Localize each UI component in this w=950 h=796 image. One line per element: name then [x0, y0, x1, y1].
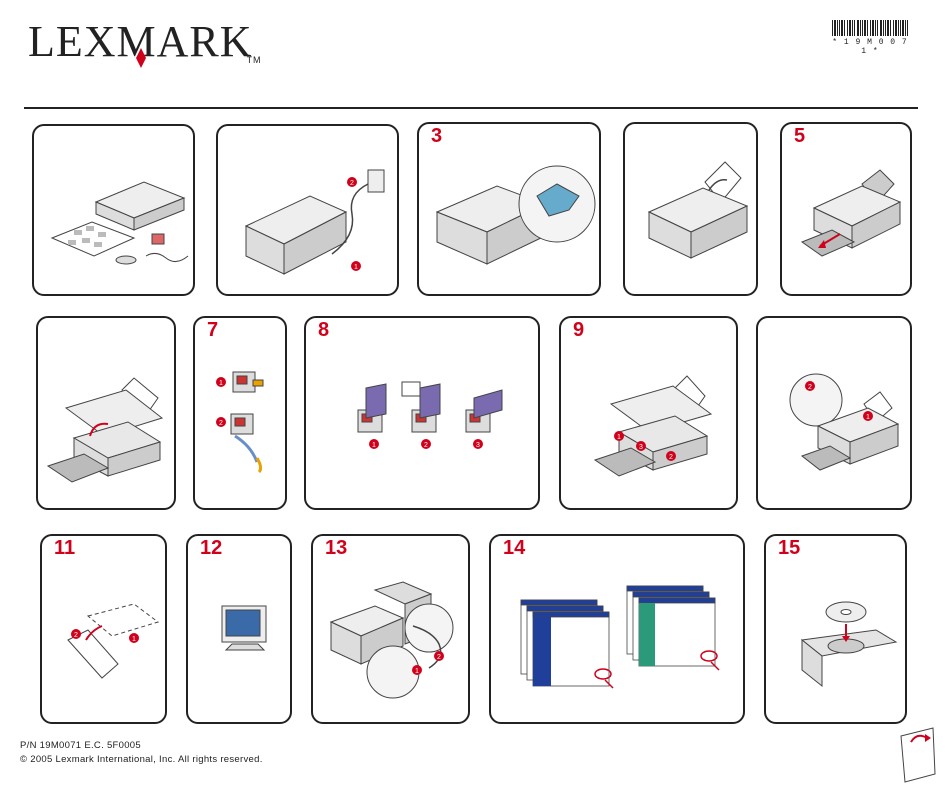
header-rule [24, 107, 918, 109]
svg-text:1: 1 [354, 264, 358, 271]
svg-text:2: 2 [350, 180, 354, 187]
trademark-mark: TM [247, 55, 262, 65]
printer-unboxing-contents-icon [34, 126, 197, 298]
usb-cable-connect-icon: 21 [313, 536, 472, 726]
software-install-screens-icon [491, 536, 747, 726]
cartridge-insert-icon: 1 2 3 [306, 318, 542, 512]
step-panel-1 [32, 124, 195, 296]
svg-text:2: 2 [219, 420, 223, 427]
barcode-bars-icon [832, 20, 908, 36]
svg-text:1: 1 [372, 442, 376, 449]
svg-text:2: 2 [424, 442, 428, 449]
svg-text:1: 1 [866, 414, 870, 421]
barcode-text: * 1 9 M 0 0 7 1 * [832, 38, 908, 56]
paper-support-raise-icon [625, 124, 760, 298]
paper-exit-tray-extend-icon [782, 124, 914, 298]
svg-text:2: 2 [669, 454, 673, 461]
lexmark-logo: LEXMARKTM [28, 20, 268, 64]
step-panel-5: 5 [780, 122, 912, 296]
step-panel-6 [36, 316, 176, 510]
computer-monitor-icon [188, 536, 294, 726]
insert-cd-icon [766, 536, 909, 726]
step-panel-14: 14 [489, 534, 745, 724]
svg-text:1: 1 [415, 668, 419, 675]
svg-text:1: 1 [617, 434, 621, 441]
step-panel-15: 15 [764, 534, 907, 724]
svg-text:2: 2 [74, 632, 78, 639]
cartridge-remove-tape-icon: 12 [195, 318, 289, 512]
svg-text:2: 2 [808, 384, 812, 391]
svg-text:3: 3 [639, 444, 643, 451]
page-turn-icon [893, 722, 941, 784]
load-paper-icon: 21 [758, 318, 914, 512]
close-printer-unit-icon: 1 2 3 [561, 318, 740, 512]
step-panel-3: 3 [417, 122, 601, 296]
power-cord-connect-icon: 21 [218, 126, 401, 298]
open-printer-unit-icon [38, 318, 178, 512]
svg-text:1: 1 [219, 380, 223, 387]
step-panel-4 [623, 122, 758, 296]
step-panel-12: 12 [186, 534, 292, 724]
remove-tape-icon [419, 124, 603, 298]
print-alignment-page-icon: 21 [42, 536, 169, 726]
copyright: © 2005 Lexmark International, Inc. All r… [20, 754, 263, 765]
svg-text:2: 2 [437, 654, 441, 661]
part-number: P/N 19M0071 E.C. 5F0005 [20, 740, 141, 751]
svg-text:1: 1 [132, 636, 136, 643]
svg-text:3: 3 [476, 442, 480, 449]
barcode: * 1 9 M 0 0 7 1 * [832, 20, 908, 50]
logo-diamond-icon [136, 48, 146, 68]
